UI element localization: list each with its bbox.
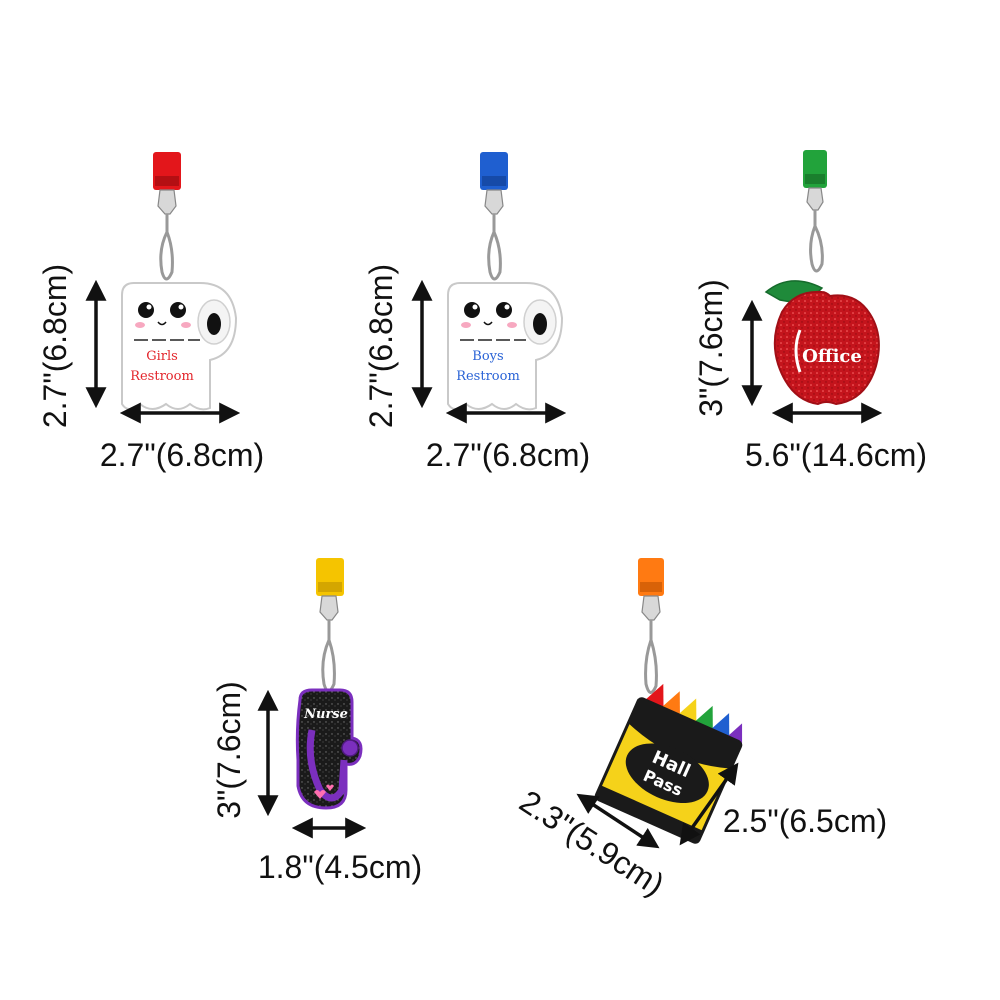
strap-loop [155,176,179,186]
width-label: 1.8"(4.5cm) [258,849,422,885]
badge-line-1: Boys [472,349,503,364]
strap-loop [805,174,825,184]
lanyard-item-girls-restroom: Girls Restroom 2.7"(6.8cm) 2.7"(6.8cm) [37,152,264,473]
height-arrow [679,762,739,846]
apple-icon: Office [764,280,880,406]
badge-line-2: Restroom [130,369,194,384]
swivel-clip-icon [806,187,824,211]
height-label: 2.7"(6.8cm) [363,264,399,428]
toilet-paper-roll-icon: Girls Restroom [121,282,238,411]
stethoscope-icon: Nurse [295,688,363,810]
width-arrow [576,793,660,849]
strap-loop [482,176,506,186]
swivel-clip-icon [319,595,339,621]
badge-line-1: Girls [146,349,178,364]
lanyard-item-nurse: Nurse 3"(7.6cm) 1.8"(4.5cm) [211,558,422,885]
swivel-clip-icon [641,595,661,621]
badge-line-1: Office [802,346,862,367]
lanyard-item-office: Office 3"(7.6cm) 5.6"(14.6cm) [693,150,927,473]
width-label: 5.6"(14.6cm) [745,437,927,473]
width-label: 2.7"(6.8cm) [100,437,264,473]
hook-icon [487,214,502,281]
hook-icon [809,210,824,273]
strap-loop [640,582,662,592]
swivel-clip-icon [484,189,504,215]
width-label: 2.7"(6.8cm) [426,437,590,473]
height-label: 3"(7.6cm) [693,279,729,417]
swivel-clip-icon [157,189,177,215]
height-label: 3"(7.6cm) [211,681,247,819]
hook-icon [321,620,336,693]
height-label: 2.7"(6.8cm) [37,264,73,428]
toilet-paper-roll-icon: Boys Restroom [447,282,564,411]
lanyard-item-hall-pass: Hall Pass 2.5"(6.5cm) 2.3"(5.9cm) [513,558,887,903]
lanyard-item-boys-restroom: Boys Restroom 2.7"(6.8cm) 2.7"(6.8cm) [363,152,590,473]
badge-line-2: Restroom [456,369,520,384]
hook-icon [644,620,658,694]
badge-line-1: Nurse [303,707,348,722]
strap-loop [318,582,342,592]
hook-icon [159,214,174,281]
height-label: 2.5"(6.5cm) [723,803,887,839]
